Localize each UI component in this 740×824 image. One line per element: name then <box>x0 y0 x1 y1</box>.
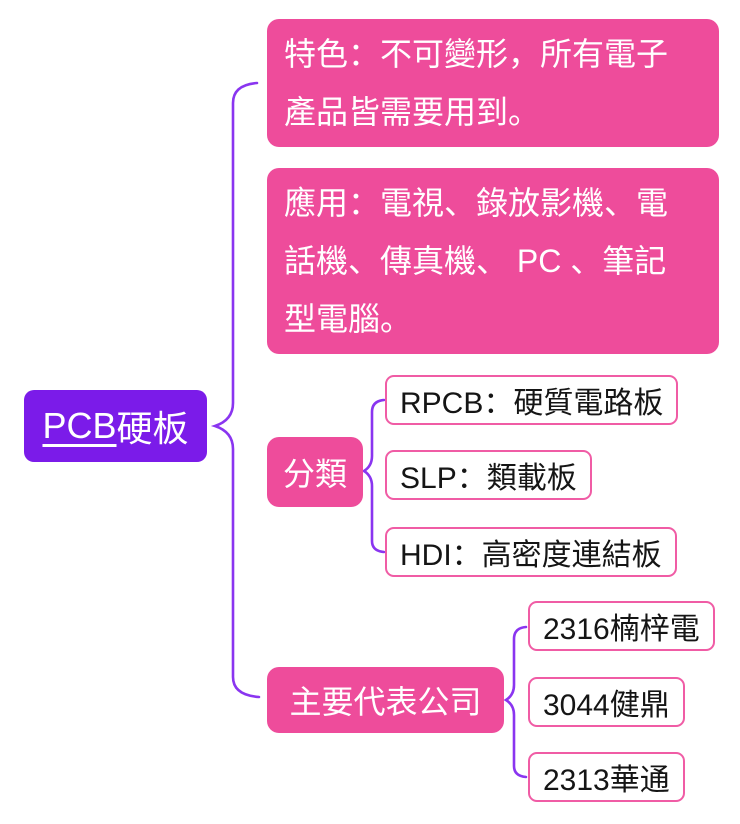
branch-companies[interactable]: 主要代表公司 <box>267 667 504 733</box>
brace-connector-companies <box>503 625 528 779</box>
brace-connector-category <box>361 398 386 554</box>
branch-feature[interactable]: 特色：不可變形，所有電子 產品皆需要用到。 <box>267 19 719 147</box>
leaf-company-2316[interactable]: 2316楠梓電 <box>528 601 715 651</box>
root-label-suffix: 硬板 <box>116 408 189 449</box>
leaf-rpcb[interactable]: RPCB：硬質電路板 <box>385 375 679 425</box>
root-label-underlined: PCB <box>42 405 117 446</box>
leaf-slp[interactable]: SLP：類載板 <box>385 450 592 500</box>
brace-connector-root <box>210 81 261 699</box>
branch-category[interactable]: 分類 <box>267 437 363 507</box>
leaf-hdi[interactable]: HDI：高密度連結板 <box>385 527 677 577</box>
leaf-company-2313[interactable]: 2313華通 <box>528 752 685 802</box>
leaf-company-3044[interactable]: 3044健鼎 <box>528 677 685 727</box>
branch-application[interactable]: 應用：電視、錄放影機、電 話機、傳真機、 PC 、筆記 型電腦。 <box>267 168 719 354</box>
